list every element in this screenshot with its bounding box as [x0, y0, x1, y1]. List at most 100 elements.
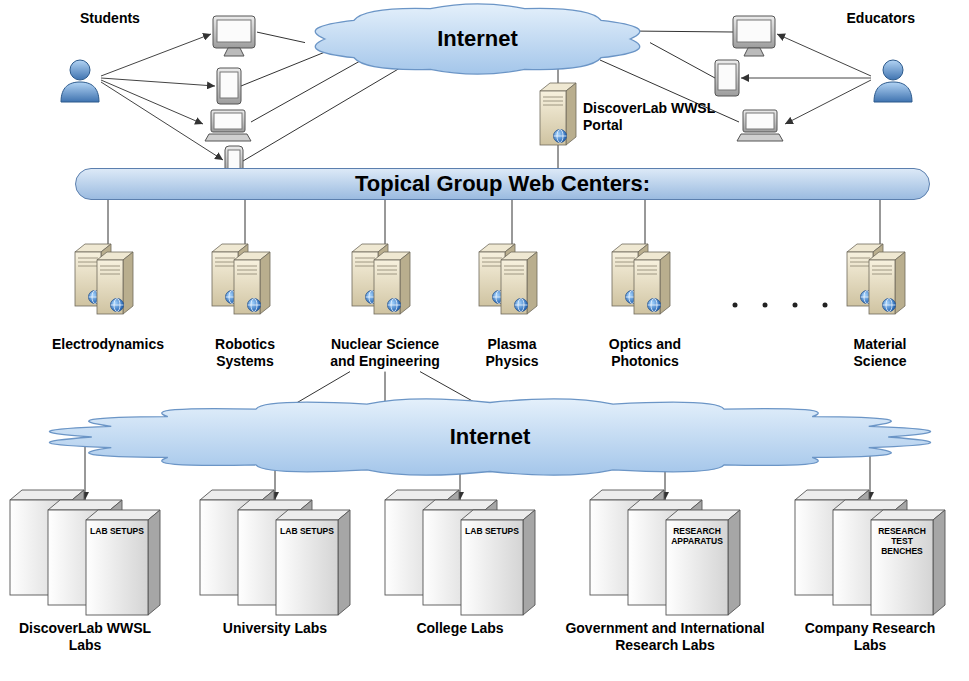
- cloud-label: Internet: [437, 26, 518, 52]
- device-arrow: [101, 34, 211, 76]
- wire-group: [241, 31, 739, 407]
- network-link: [650, 43, 715, 78]
- device-arrow: [785, 80, 871, 124]
- text-slot: RESEARCH TEST BENCHES: [873, 526, 931, 557]
- monitor-icon: [213, 16, 255, 56]
- server-group: Plasma Physics: [437, 240, 587, 370]
- tower-icon: [540, 83, 576, 145]
- lab-caption: DiscoverLab WWSL Labs: [10, 620, 160, 654]
- node-icon: [352, 240, 418, 318]
- server-group: Robotics Systems: [170, 240, 320, 370]
- center-label: Electrodynamics: [43, 336, 173, 353]
- stack-icon: [200, 490, 350, 615]
- lab-stack: LAB SETUPSUniversity Labs: [200, 490, 350, 615]
- network-link: [870, 452, 871, 500]
- dot: [823, 303, 828, 308]
- server-group: Material Science: [805, 240, 955, 370]
- pair-icon: [212, 244, 270, 314]
- network-link: [460, 472, 461, 500]
- topic-band: Topical Group Web Centers:: [75, 168, 930, 200]
- device-arrow: [741, 78, 871, 79]
- node-icon: [75, 240, 141, 318]
- lab-caption: Government and International Research La…: [545, 620, 785, 654]
- text-slot: Nuclear Science and Engineering: [320, 336, 450, 370]
- ellipsis-dots: [733, 303, 828, 308]
- device-arrow: [101, 78, 215, 86]
- text-slot: Students: [80, 10, 140, 26]
- text-slot: Company Research Labs: [795, 620, 945, 654]
- dot: [733, 303, 738, 308]
- center-label: Material Science: [835, 336, 925, 370]
- lab-caption: College Labs: [385, 620, 535, 637]
- user-group: Students: [55, 10, 257, 180]
- laptop-icon: [737, 110, 783, 141]
- text-slot: Plasma Physics: [472, 336, 552, 370]
- portal-server: DiscoverLab WWSL Portal: [535, 78, 730, 148]
- stack-icon: [385, 490, 535, 615]
- device-arrow: [101, 82, 223, 160]
- group-label: Educators: [847, 10, 915, 26]
- device-arrow: [101, 80, 203, 124]
- node-icon: [55, 10, 257, 180]
- center-label: Nuclear Science and Engineering: [320, 336, 450, 370]
- cloud-outline: [49, 399, 930, 475]
- lab-face-label: RESEARCH APPARATUS: [668, 526, 726, 546]
- node-icon: [200, 490, 350, 615]
- network-wire: [241, 50, 330, 86]
- lab-caption: University Labs: [200, 620, 350, 637]
- lab-caption: Company Research Labs: [795, 620, 945, 654]
- tablet-icon: [715, 60, 739, 96]
- pair-icon: [612, 244, 670, 314]
- text-slot: Educators: [847, 10, 915, 26]
- group-label: Students: [80, 10, 140, 26]
- node-icon: [612, 240, 678, 318]
- text-slot: DiscoverLab WWSL Labs: [10, 620, 160, 654]
- text-slot: University Labs: [200, 620, 350, 637]
- text-slot: LAB SETUPS: [463, 526, 521, 536]
- dot: [763, 303, 768, 308]
- pair-icon: [479, 244, 537, 314]
- portal-label: DiscoverLab WWSL Portal: [583, 100, 725, 134]
- lab-stack: LAB SETUPSCollege Labs: [385, 490, 535, 615]
- node-icon: [385, 490, 535, 615]
- text-slot: Robotics Systems: [200, 336, 290, 370]
- text-slot: RESEARCH APPARATUS: [668, 526, 726, 546]
- text-slot: Optics and Photonics: [590, 336, 700, 370]
- server-group: Electrodynamics: [33, 240, 183, 353]
- cloud-outline: [315, 4, 639, 74]
- center-label: Robotics Systems: [200, 336, 290, 370]
- text-slot: College Labs: [385, 620, 535, 637]
- text-slot: Topical Group Web Centers:: [76, 169, 929, 199]
- network-wire: [630, 31, 733, 32]
- network-link: [275, 467, 276, 500]
- text-slot: Internet: [305, 3, 650, 75]
- network-wire: [290, 372, 350, 407]
- server-group: Optics and Photonics: [570, 240, 720, 370]
- internet-cloud: Internet: [40, 398, 940, 476]
- node-icon: [847, 240, 913, 318]
- text-slot: DiscoverLab WWSL Portal: [583, 100, 725, 134]
- device-arrow: [777, 34, 871, 76]
- cloud-label: Internet: [450, 424, 531, 450]
- tablet-icon: [217, 68, 241, 104]
- lab-face-label: RESEARCH TEST BENCHES: [873, 526, 931, 557]
- node-icon: [590, 490, 740, 615]
- text-slot: Internet: [40, 398, 940, 476]
- network-wire: [251, 61, 360, 122]
- center-label: Optics and Photonics: [590, 336, 700, 370]
- stack-icon: [590, 490, 740, 615]
- text-slot: LAB SETUPS: [278, 526, 336, 536]
- lab-stack: RESEARCH APPARATUSGovernment and Interna…: [590, 490, 740, 615]
- network-wire: [243, 68, 400, 161]
- text-slot: Material Science: [835, 336, 925, 370]
- network-link: [85, 446, 86, 500]
- user-group: Educators: [715, 10, 915, 180]
- node-icon: [10, 490, 160, 615]
- text-slot: LAB SETUPS: [88, 526, 146, 536]
- person-icon: [874, 60, 912, 102]
- network-link: [665, 469, 666, 500]
- network-link: [385, 372, 386, 403]
- lab-stack: LAB SETUPSDiscoverLab WWSL Labs: [10, 490, 160, 615]
- dot: [793, 303, 798, 308]
- laptop-icon: [205, 110, 251, 141]
